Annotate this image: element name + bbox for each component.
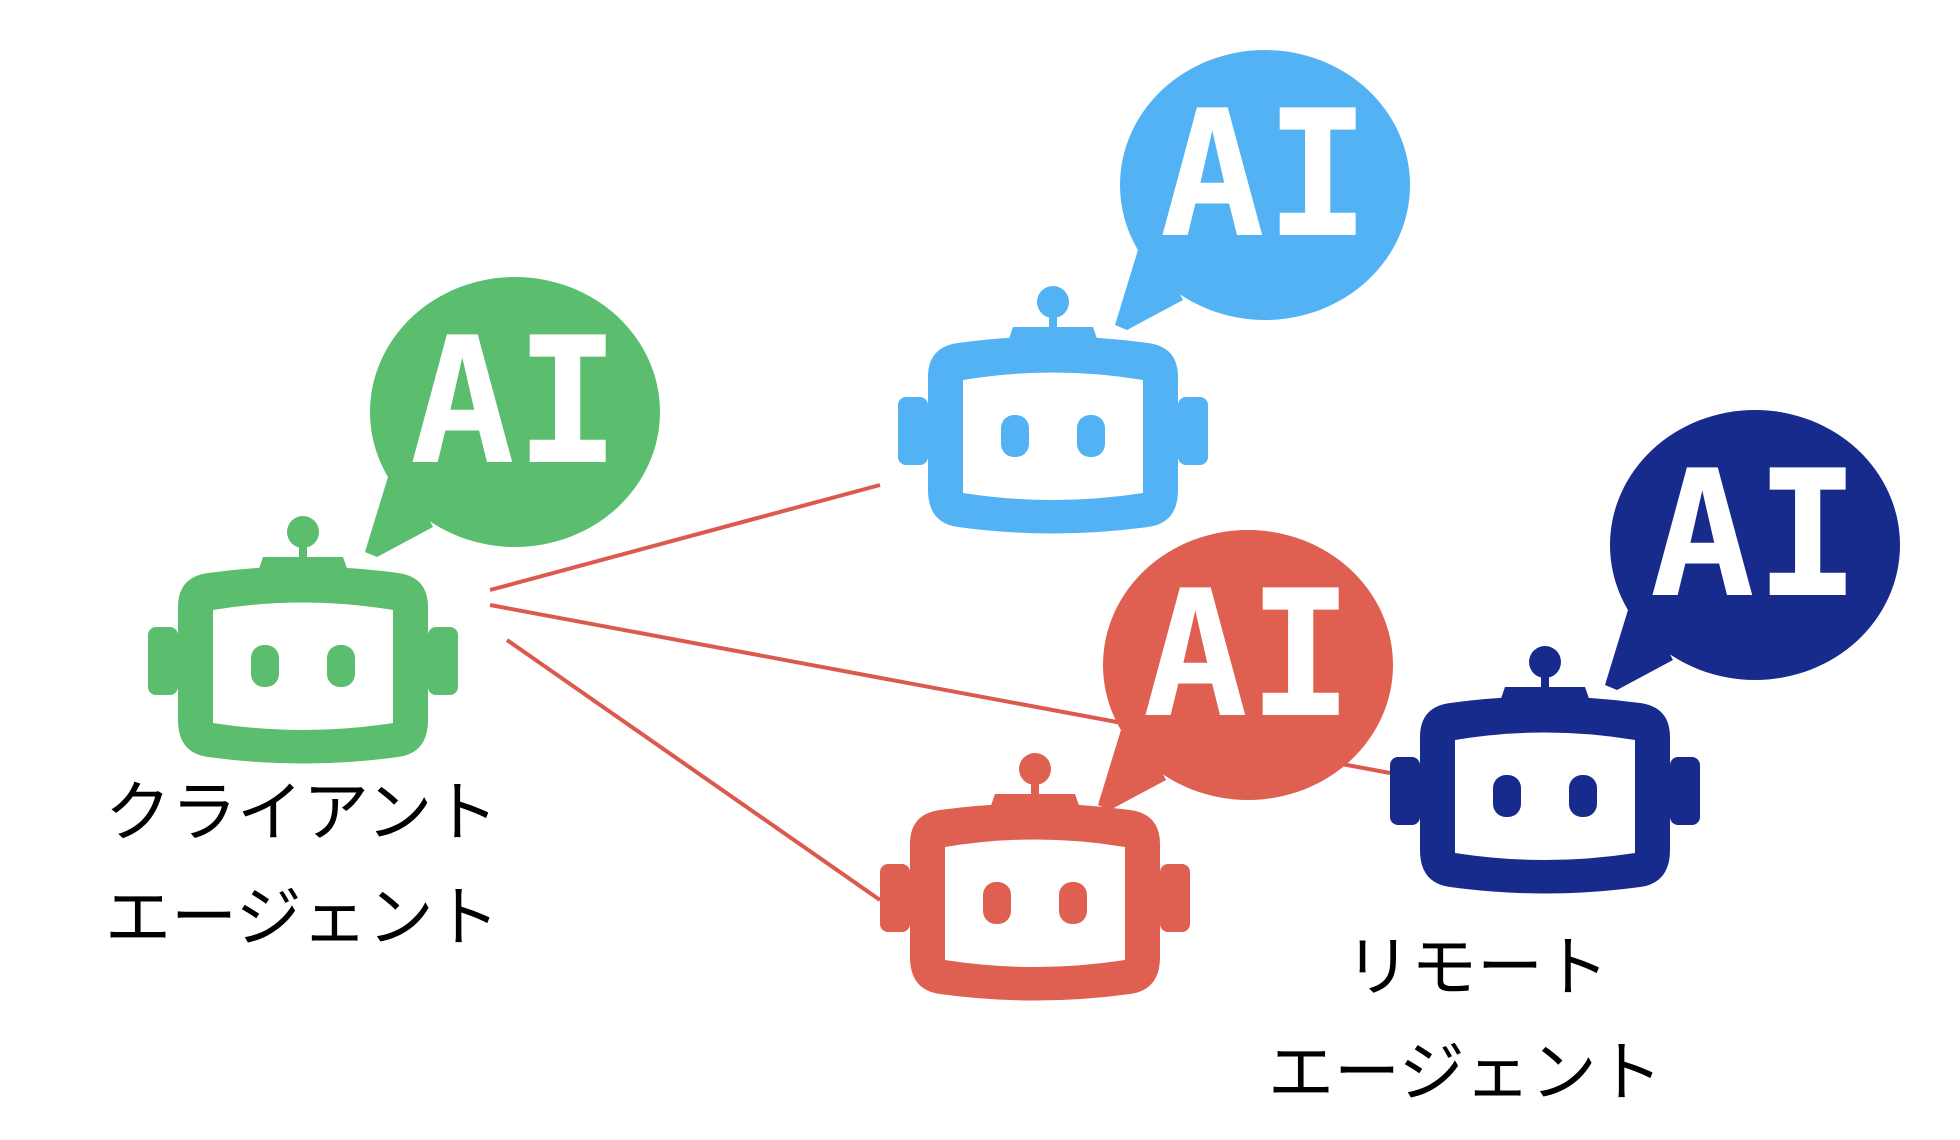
connector-client-to-red: [505, 638, 882, 902]
navy-ai-badge-text: AI: [1650, 434, 1861, 637]
red-ai-speech-bubble: AI: [1098, 530, 1393, 810]
red-robot-icon: [880, 753, 1190, 1001]
client-label-line1: クライアント: [105, 774, 498, 851]
navy-robot-icon: [1390, 646, 1700, 894]
remote-agent-red: AI: [880, 530, 1393, 1001]
client-robot-icon: [148, 516, 458, 764]
client-label-line2: エージェント: [105, 879, 500, 956]
client-ai-badge-text: AI: [410, 301, 621, 504]
connector-client-to-blue: [489, 483, 881, 592]
client-agent-label: クライアント エージェント: [105, 774, 500, 956]
remote-label-line2: エージェント: [1268, 1034, 1663, 1111]
remote-agent-blue: AI: [898, 50, 1410, 534]
red-ai-badge-text: AI: [1143, 554, 1354, 757]
blue-ai-speech-bubble: AI: [1115, 50, 1410, 330]
client-agent: AI: [148, 277, 660, 764]
client-ai-speech-bubble: AI: [365, 277, 660, 557]
remote-label-line1: リモート: [1345, 929, 1609, 1006]
blue-robot-icon: [898, 286, 1208, 534]
remote-agent-label: リモート エージェント: [1268, 929, 1663, 1111]
remote-agent-navy: AI: [1390, 410, 1900, 894]
navy-ai-speech-bubble: AI: [1605, 410, 1900, 690]
blue-ai-badge-text: AI: [1160, 74, 1371, 277]
